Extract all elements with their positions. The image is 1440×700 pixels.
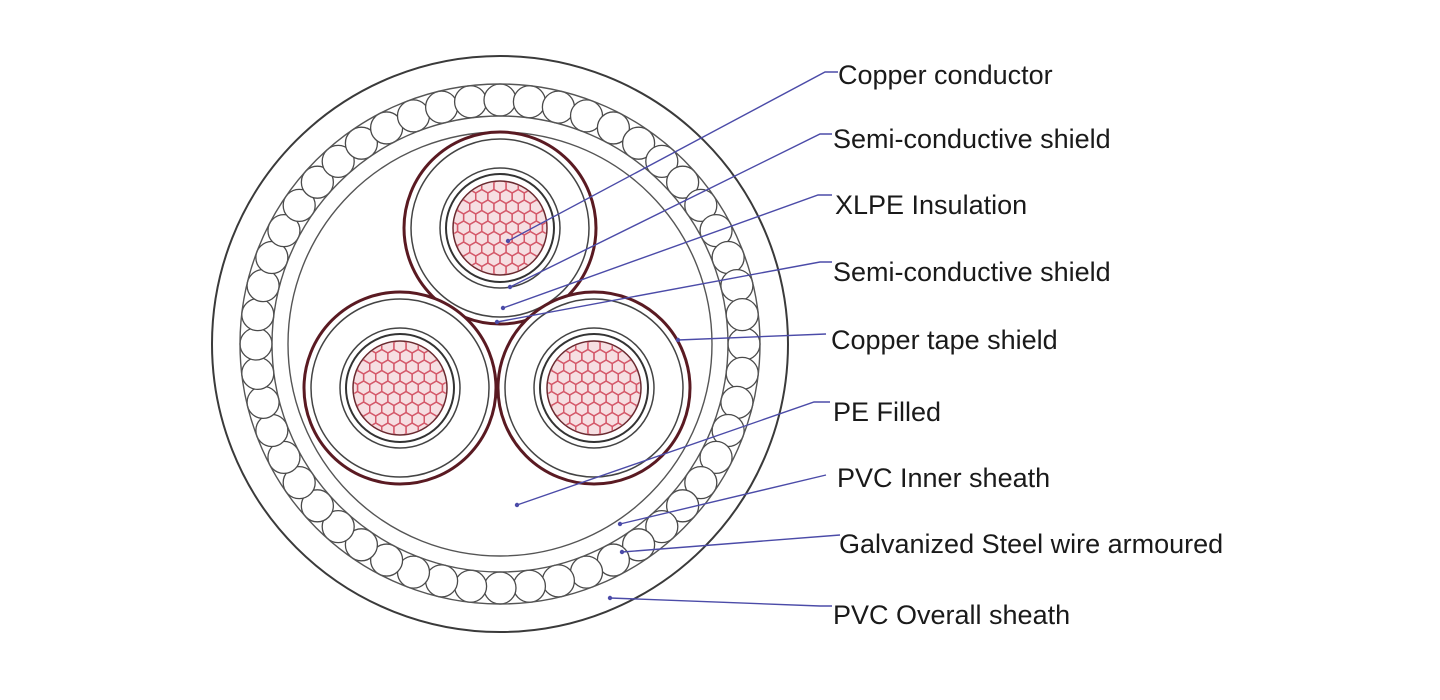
label-pe-filled: PE Filled [833, 397, 941, 427]
steel-armour-wire [483, 83, 517, 117]
steel-armour-wire [483, 571, 517, 605]
steel-armour-wire [720, 385, 754, 420]
semi-conductive-shield-outer-ring [504, 298, 684, 478]
steel-armour-wire [684, 465, 718, 500]
steel-armour-wire [541, 90, 576, 124]
leader-tip-dot [505, 238, 511, 244]
steel-armour-wire [727, 327, 761, 361]
steel-armour-wire [512, 85, 547, 119]
steel-armour-wire [453, 85, 488, 119]
steel-armour-wire [645, 509, 679, 544]
steel-armour-wire [282, 188, 316, 223]
steel-armour-wire [344, 528, 379, 562]
conductor-strand [581, 432, 595, 434]
steel-armour-wire [424, 90, 459, 124]
steel-armour-wire [720, 268, 754, 303]
leader-line-pvc-inner-sheath [619, 474, 827, 525]
steel-armour-wire [321, 509, 355, 544]
steel-armour-wire [246, 268, 280, 303]
steel-armour-wire [255, 413, 289, 448]
leader-line-semi-conductive-shield-1 [509, 133, 832, 288]
armour-outer-boundary [239, 83, 761, 605]
conductor-strand [387, 432, 401, 434]
leader-line-semi-conductive-shield-2 [496, 261, 832, 323]
component-labels: Copper conductor Semi-conductive shield … [831, 60, 1223, 630]
steel-armour-wire [241, 356, 275, 391]
cable-cross-section [211, 55, 789, 633]
leader-tip-dot [500, 305, 506, 311]
copper-conductor [452, 180, 548, 276]
leader-line-xlpe-insulation [502, 194, 832, 309]
leader-tip-dot [507, 284, 513, 290]
xlpe-insulation-ring [533, 327, 655, 449]
label-copper-tape-shield: Copper tape shield [831, 325, 1058, 355]
leader-tip-dot [675, 337, 681, 343]
label-xlpe-insulation: XLPE Insulation [835, 190, 1027, 220]
steel-armour-wire [396, 99, 431, 133]
leader-lines [494, 71, 841, 607]
leader-tip-dot [514, 502, 520, 508]
leader-line-galvanized-steel-wire [621, 534, 841, 553]
conductor-strand [593, 432, 607, 434]
conductor-strand [487, 272, 501, 274]
steel-armour-wire [300, 489, 335, 523]
xlpe-insulation-ring [339, 327, 461, 449]
semi-conductive-shield-outer-ring [410, 138, 590, 318]
leader-tip-dot [617, 521, 623, 527]
label-copper-conductor: Copper conductor [838, 60, 1053, 90]
steel-armour-wire [569, 555, 604, 589]
steel-armour-wire [267, 213, 301, 248]
steel-armour-wire [541, 564, 576, 598]
steel-armour-wire [725, 297, 759, 332]
steel-armour-wire [321, 144, 355, 179]
armour-wire-layer [239, 83, 761, 605]
leader-line-pe-filled [516, 401, 830, 506]
steel-armour-wire [453, 569, 488, 603]
leader-line-pvc-overall-sheath [609, 597, 832, 607]
label-pvc-inner-sheath: PVC Inner sheath [837, 463, 1050, 493]
steel-armour-wire [369, 543, 404, 577]
cable-core [496, 290, 692, 486]
steel-armour-wire [621, 528, 656, 562]
steel-armour-wire [621, 126, 656, 160]
pvc-overall-sheath-ring [211, 55, 789, 633]
leader-tip-dot [619, 549, 625, 555]
label-galvanized-steel-wire-armoured: Galvanized Steel wire armoured [839, 529, 1223, 559]
steel-armour-wire [282, 465, 316, 500]
steel-armour-wire [711, 240, 745, 275]
copper-conductor [546, 340, 642, 436]
leader-tip-dot [494, 319, 500, 325]
steel-armour-wire [725, 356, 759, 391]
steel-armour-wire [699, 440, 733, 475]
steel-armour-wire [300, 165, 335, 199]
steel-armour-wire [241, 297, 275, 332]
steel-armour-wire [424, 564, 459, 598]
core-group [302, 130, 692, 486]
steel-armour-wire [246, 385, 280, 420]
xlpe-insulation-ring [439, 167, 561, 289]
conductor-strand [399, 432, 413, 434]
leader-line-copper-tape-shield [677, 333, 827, 341]
label-semi-conductive-shield-1: Semi-conductive shield [833, 124, 1111, 154]
armour-inner-boundary [271, 115, 729, 573]
steel-armour-wire [344, 126, 379, 160]
cable-core [302, 290, 498, 486]
conductor-strand [499, 272, 513, 274]
cable-core [402, 130, 598, 326]
steel-armour-wire [645, 144, 679, 179]
label-pvc-overall-sheath: PVC Overall sheath [833, 600, 1070, 630]
leader-tip-dot [607, 595, 613, 601]
copper-conductor [352, 340, 448, 436]
steel-armour-wire [665, 165, 700, 199]
steel-armour-wire [596, 111, 631, 145]
semi-conductive-shield-outer-ring [310, 298, 490, 478]
steel-armour-wire [512, 569, 547, 603]
steel-armour-wire [239, 327, 273, 361]
label-semi-conductive-shield-2: Semi-conductive shield [833, 257, 1111, 287]
leader-line-copper-conductor [507, 71, 838, 242]
